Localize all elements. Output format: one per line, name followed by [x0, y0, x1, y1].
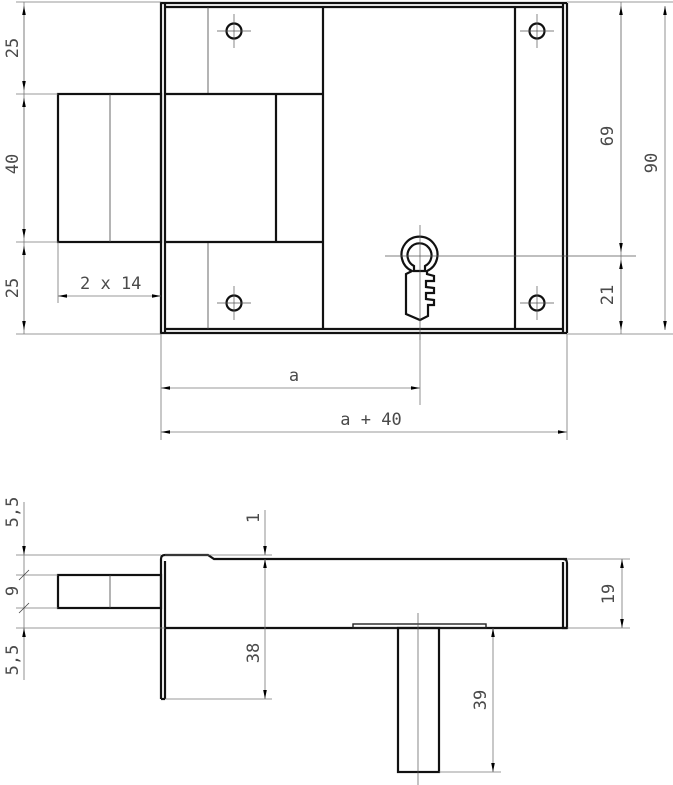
dim-backset: a	[289, 366, 299, 386]
side-view: 5,5 9 5,5 1 38 19 39	[3, 497, 630, 785]
dimension-bolt-throw: 2 x 14	[57, 242, 161, 303]
dim-total-width: a + 40	[340, 410, 401, 430]
dim-top-margin: 25	[3, 38, 23, 58]
dim-upper-to-keyhole: 69	[598, 126, 618, 146]
front-view: 25 40 25 2 x 14 69 21 90 a a	[3, 1, 673, 440]
spindle	[352, 613, 487, 785]
dim-case-depth: 19	[599, 584, 619, 604]
side-case	[165, 557, 569, 630]
screw-hole-bottom-left	[217, 286, 251, 320]
dimension-bottom-widths: a a + 40	[160, 334, 568, 440]
screw-hole-top-right	[520, 14, 554, 48]
dim-bottom-offset: 5,5	[3, 645, 23, 676]
dim-bolt-throw: 2 x 14	[80, 274, 141, 294]
dim-bottom-margin: 25	[3, 278, 23, 298]
keyhole-icon	[385, 225, 636, 340]
dimension-side-middle: 1 38	[165, 510, 272, 700]
screw-hole-top-left	[217, 14, 251, 48]
bolt	[56, 92, 163, 244]
dim-top-offset: 5,5	[3, 497, 23, 528]
dimension-right-stack: 69 21 90	[567, 1, 673, 335]
dim-bolt-height: 40	[3, 154, 23, 174]
dim-keyhole-to-bottom: 21	[598, 285, 618, 305]
dimension-side-left: 5,5 9 5,5	[3, 497, 165, 680]
lock-case	[161, 1, 569, 335]
dimension-left-stack: 25 40 25	[3, 1, 161, 335]
dim-bolt-thickness: 9	[3, 586, 23, 596]
dimension-spindle: 39	[439, 628, 501, 773]
dim-faceplate-depth: 38	[244, 643, 264, 663]
dim-total-height: 90	[642, 153, 662, 173]
side-bolt	[56, 573, 163, 610]
dim-plate-step: 1	[244, 513, 264, 523]
screw-hole-bottom-right	[520, 286, 554, 320]
dimension-side-right: 19	[567, 558, 630, 629]
dim-spindle-length: 39	[471, 690, 491, 710]
